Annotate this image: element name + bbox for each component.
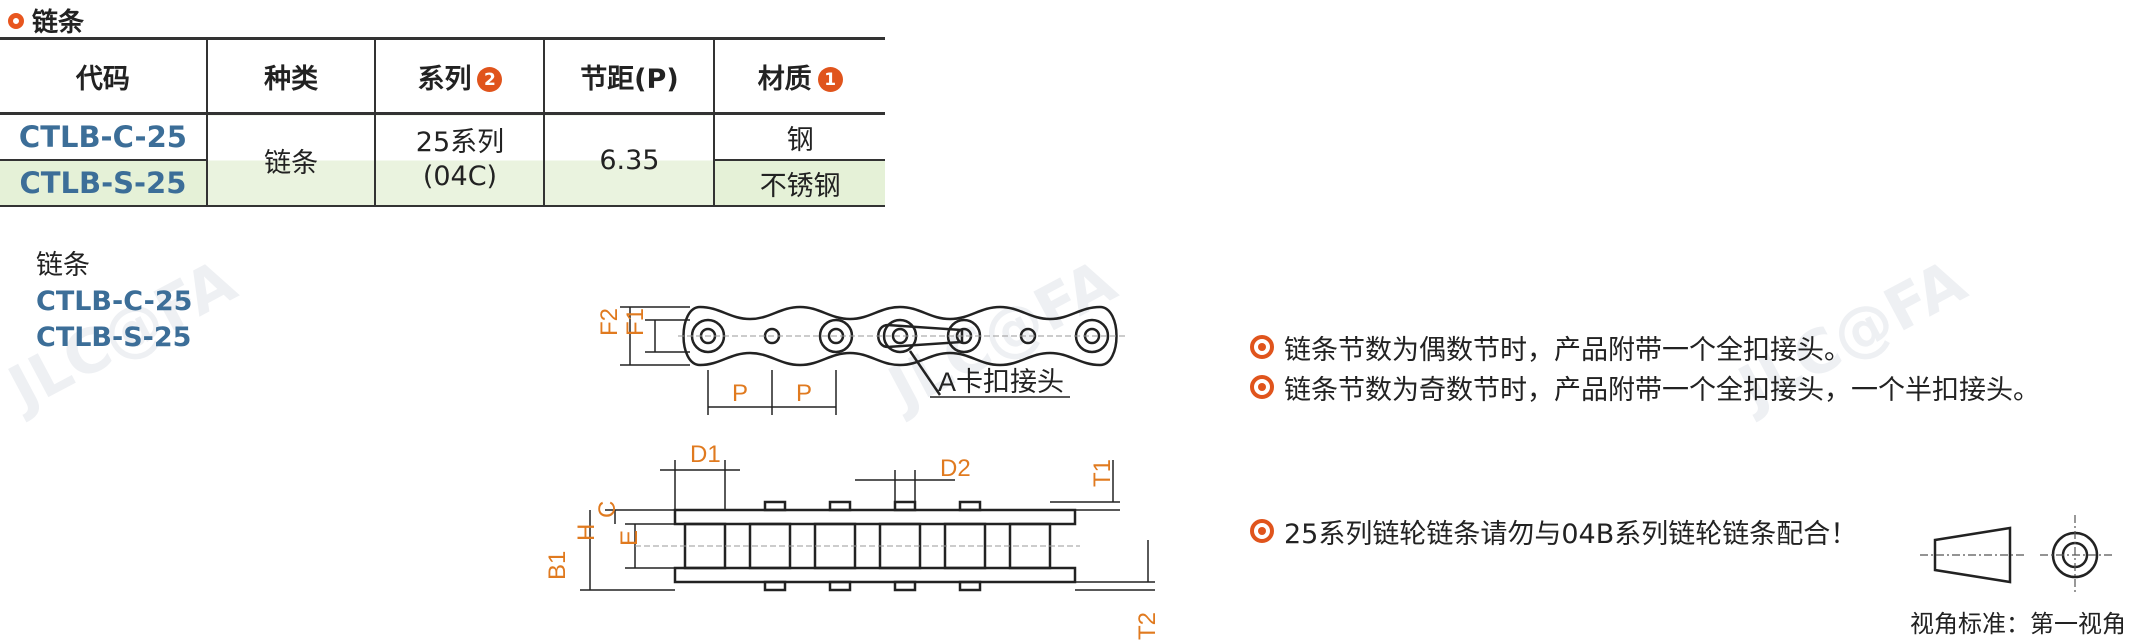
product-label: 链条 CTLB-C-25 CTLB-S-25 bbox=[36, 248, 192, 356]
chain-top-view-drawing: D1 D2 T1 T2 C H E B1 bbox=[544, 441, 1161, 640]
kind-cell: 链条 bbox=[205, 112, 377, 207]
bullet-icon bbox=[1250, 375, 1274, 399]
dim-t2: T2 bbox=[1134, 612, 1161, 640]
dim-p-2: P bbox=[796, 380, 812, 407]
bullet-icon bbox=[1250, 519, 1274, 543]
note-2-badge: 2 bbox=[477, 67, 503, 92]
chain-side-view-drawing: F2 F1 P P A卡扣接头 bbox=[596, 305, 1125, 415]
note-item: 链条节数为奇数节时，产品附带一个全扣接头，一个半扣接头。 bbox=[1250, 367, 2040, 407]
product-code-1: CTLB-C-25 bbox=[36, 286, 193, 317]
table-row: CTLB-S-25 不锈钢 bbox=[0, 159, 885, 207]
product-name: 链条 bbox=[36, 250, 90, 281]
dim-e: E bbox=[616, 530, 643, 546]
dim-p-1: P bbox=[732, 380, 748, 407]
code-cell: CTLB-S-25 bbox=[0, 159, 208, 207]
dim-t1: T1 bbox=[1089, 459, 1116, 487]
dim-f1: F1 bbox=[622, 308, 649, 336]
dim-h: H bbox=[573, 524, 600, 541]
code-cell: CTLB-C-25 bbox=[0, 112, 208, 161]
dim-d1: D1 bbox=[690, 441, 721, 468]
first-angle-projection-icon bbox=[1920, 515, 2115, 595]
dim-f2: F2 bbox=[596, 308, 623, 336]
note-1-badge: 1 bbox=[817, 67, 843, 92]
product-code-2: CTLB-S-25 bbox=[36, 322, 192, 353]
notes-group-1: 链条节数为偶数节时，产品附带一个全扣接头。 链条节数为奇数节时，产品附带一个全扣… bbox=[1250, 327, 2040, 407]
bullet-icon bbox=[1250, 335, 1274, 359]
note-item: 25系列链轮链条请勿与04B系列链轮链条配合！ bbox=[1250, 511, 1857, 551]
section-title-text: 链条 bbox=[32, 8, 85, 38]
header-pitch: 节距(P) bbox=[543, 37, 716, 115]
circle-marker-icon bbox=[8, 12, 24, 29]
dim-c: C bbox=[594, 501, 621, 518]
dim-d2: D2 bbox=[940, 455, 971, 482]
pitch-cell: 6.35 bbox=[543, 112, 716, 207]
notes-group-2: 25系列链轮链条请勿与04B系列链轮链条配合！ bbox=[1250, 511, 1857, 551]
dim-b1: B1 bbox=[544, 551, 571, 580]
material-cell: 不锈钢 bbox=[713, 159, 885, 207]
series-line1: 25系列 bbox=[415, 127, 505, 158]
series-cell: 25系列 (04C) bbox=[374, 112, 546, 207]
header-code: 代码 bbox=[0, 37, 208, 115]
table-row: CTLB-C-25 链条 25系列 (04C) 6.35 钢 bbox=[0, 112, 885, 207]
material-cell: 钢 bbox=[713, 112, 885, 161]
header-kind: 种类 bbox=[205, 37, 377, 115]
section-title: 链条 bbox=[8, 2, 84, 39]
series-line2: (04C) bbox=[422, 161, 498, 192]
note-item: 链条节数为偶数节时，产品附带一个全扣接头。 bbox=[1250, 327, 2040, 367]
view-standard-label: 视角标准：第一视角 bbox=[1910, 610, 2126, 638]
clip-label: A卡扣接头 bbox=[938, 367, 1064, 397]
